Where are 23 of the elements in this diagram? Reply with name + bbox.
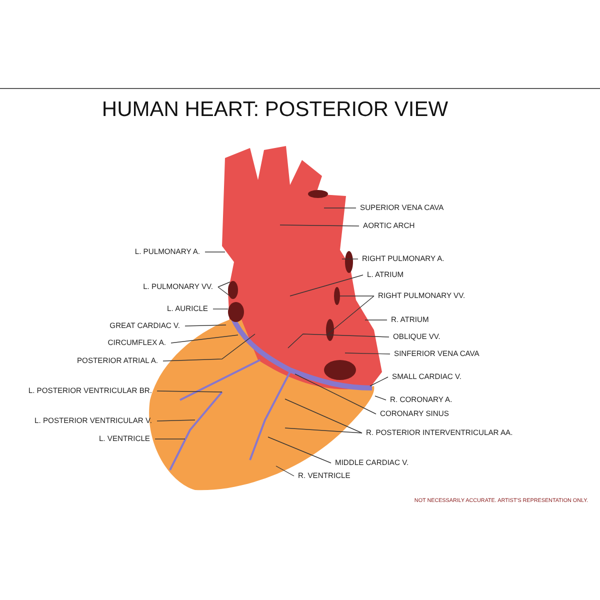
leader-line bbox=[184, 324, 226, 326]
leader-line bbox=[290, 274, 364, 296]
leader-line bbox=[342, 258, 358, 260]
leader-line bbox=[162, 334, 256, 362]
leader-line bbox=[212, 308, 228, 310]
leader-line bbox=[294, 374, 376, 414]
leader-line bbox=[284, 398, 362, 434]
leader-line bbox=[170, 334, 238, 344]
leader-line bbox=[284, 428, 362, 434]
leader-line bbox=[370, 376, 388, 386]
leader-line bbox=[374, 396, 386, 400]
leader-line bbox=[288, 334, 390, 348]
diagram-title: HUMAN HEART: POSTERIOR VIEW bbox=[100, 98, 450, 122]
leader-line bbox=[268, 436, 332, 464]
leader-line bbox=[156, 420, 196, 422]
leader-line bbox=[344, 352, 390, 354]
leader-line bbox=[218, 282, 230, 288]
leader-line bbox=[156, 390, 222, 392]
leader-line bbox=[280, 224, 360, 226]
leader-line bbox=[218, 286, 230, 296]
leader-line bbox=[276, 466, 294, 476]
leader-line bbox=[328, 296, 374, 334]
leader-line bbox=[154, 438, 186, 440]
